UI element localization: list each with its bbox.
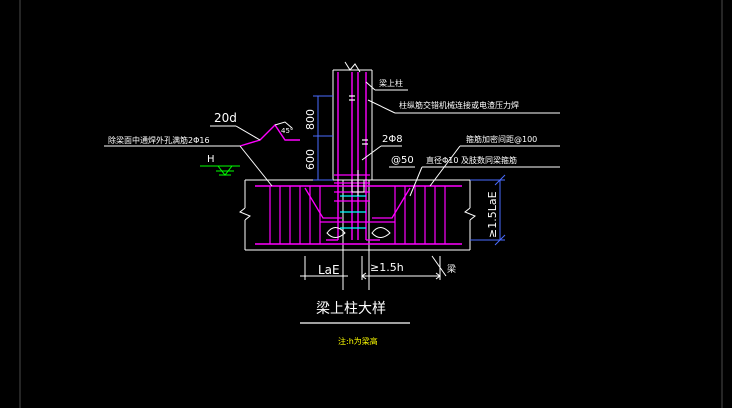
beam-label: 梁: [447, 263, 456, 275]
spacing-50-label: @50: [391, 155, 414, 166]
dim-LaE: LaE: [318, 263, 340, 277]
dim-15LaE: ≥1.5LaE: [486, 191, 499, 238]
hook-leader: [210, 121, 293, 141]
stirrup-diameter-label: 直径Φ10 及肢数同梁箍筋: [426, 155, 517, 165]
column-on-beam-label: 梁上柱: [379, 78, 403, 88]
level-label: H: [207, 154, 215, 165]
stirrup-dense-label: 箍筋加密间距@100: [466, 134, 537, 144]
diagonal-bars: [304, 187, 411, 223]
column-label-leader: [365, 81, 376, 91]
level-marker: [200, 165, 240, 176]
bottom-dimension-lines: [300, 255, 447, 280]
drawing-title: 梁上柱大样: [316, 301, 386, 317]
right-dimension-lines: [470, 174, 506, 246]
column-dimension-lines: [313, 95, 333, 181]
cursor-crosshair: [351, 170, 365, 196]
dim-15h: ≥1.5h: [370, 261, 404, 274]
dim-800: 800: [304, 109, 317, 130]
bar-2phi8-leader: [361, 145, 382, 161]
left-note-text: 除梁面中通焊外孔满筋2Φ16: [108, 135, 210, 145]
connection-note-leader: [367, 99, 396, 114]
left-note-leader: [239, 145, 273, 187]
drawing-note: 注:h为梁高: [338, 336, 378, 346]
beam-outline: [239, 179, 476, 251]
joint-crossties: [340, 195, 366, 229]
stirrup-diameter-leader: [409, 166, 423, 197]
hook-length-label: 20d: [214, 111, 237, 125]
column-break-mark: [344, 61, 361, 73]
hook-angle-label: 45°: [281, 127, 293, 135]
dim-600: 600: [304, 149, 317, 170]
stirrup-dense-leader: [429, 145, 461, 187]
bar-2phi8-label: 2Φ8: [382, 134, 403, 145]
connection-note-text: 柱纵筋交错机械连接或电渣压力焊: [399, 100, 519, 110]
splice-marks: [349, 95, 368, 145]
